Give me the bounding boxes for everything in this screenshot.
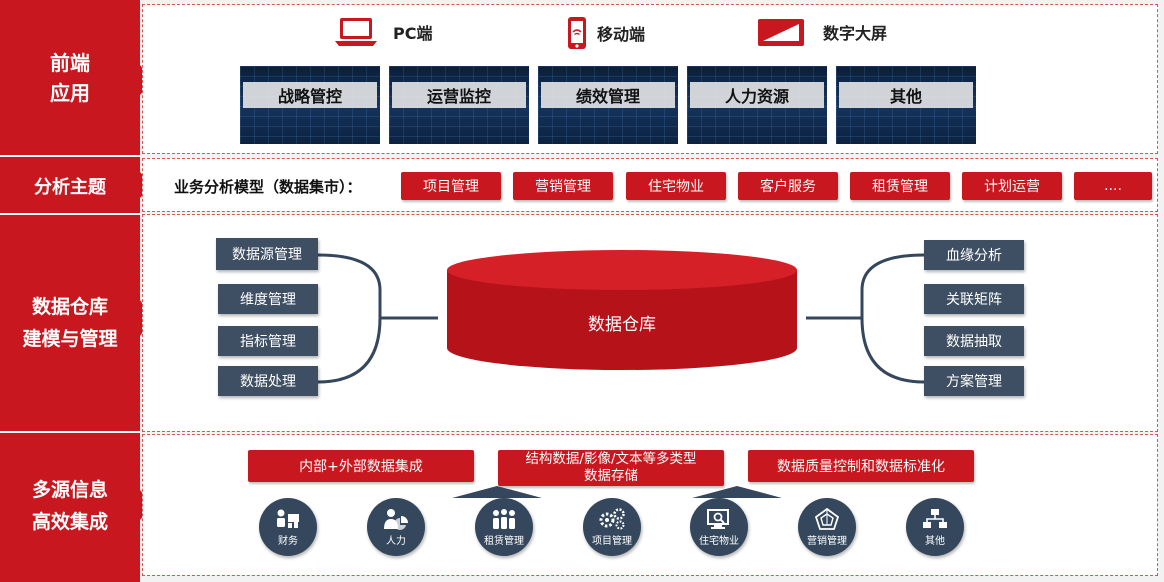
dashboard-thumb-performance[interactable]: 绩效管理 [538,66,678,144]
sidebar-label-frontend: 前端 应用 [50,50,90,105]
source-residential[interactable]: 住宅物业 [690,498,748,556]
other-icon [923,508,947,528]
source-label: 项目管理 [592,535,632,547]
source-label: 营销管理 [807,535,847,547]
source-label: 财务 [278,535,298,547]
project-icon [599,507,625,529]
sidebar-label-analysis: 分析主题 [34,176,106,198]
dashboard-thumb-hr[interactable]: 人力资源 [687,66,827,144]
dashboard-label: 运营监控 [392,82,526,108]
dashboard-thumb-other[interactable]: 其他 [836,66,976,144]
warehouse-left-dimension[interactable]: 维度管理 [218,284,318,314]
warehouse-right-scheme[interactable]: 方案管理 [924,366,1024,396]
topic-marketing[interactable]: 营销管理 [513,172,613,200]
integration-box-quality[interactable]: 数据质量控制和数据标准化 [748,450,974,482]
dashboard-label: 其他 [839,82,973,108]
device-mobile: 移动端 [567,16,645,50]
source-label: 住宅物业 [699,535,739,547]
source-finance[interactable]: 财务 [259,498,317,556]
topic-residential[interactable]: 住宅物业 [626,172,726,200]
source-project[interactable]: 项目管理 [583,498,641,556]
mobile-icon [568,17,586,49]
laptop-icon [335,18,377,46]
dashboard-thumb-operations[interactable]: 运营监控 [389,66,529,144]
property-icon [707,508,729,529]
arrow-up-icon [452,486,542,498]
source-other[interactable]: 其他 [906,498,964,556]
source-hr[interactable]: 人力 [367,498,425,556]
warehouse-label: 数据仓库 [588,315,656,335]
warehouse-left-processing[interactable]: 数据处理 [218,366,318,396]
finance-icon [277,509,299,528]
source-label: 租赁管理 [484,535,524,547]
dashboard-label: 战略管控 [243,82,377,108]
topic-leasing[interactable]: 租赁管理 [850,172,950,200]
device-label-screen: 数字大屏 [823,24,888,43]
analysis-model-label: 业务分析模型（数据集市）： [174,178,362,196]
warehouse-left-datasource[interactable]: 数据源管理 [216,238,318,270]
topic-project[interactable]: 项目管理 [401,172,501,200]
lease-icon [493,508,515,529]
warehouse-right-lineage[interactable]: 血缘分析 [924,240,1024,270]
source-marketing[interactable]: 营销管理 [798,498,856,556]
marketing-icon [815,507,839,530]
warehouse-right-extract[interactable]: 数据抽取 [924,326,1024,356]
device-label-pc: PC端 [393,24,433,43]
topic-customer[interactable]: 客户服务 [738,172,838,200]
dashboard-label: 绩效管理 [541,82,675,108]
source-label: 其他 [925,535,945,547]
topic-planning[interactable]: 计划运营 [962,172,1062,200]
dashboard-thumb-strategy[interactable]: 战略管控 [240,66,380,144]
sidebar-label-warehouse: 数据仓库 建模与管理 [22,295,118,350]
screen-icon [758,19,804,46]
warehouse-left-metric[interactable]: 指标管理 [218,326,318,356]
source-leasing[interactable]: 租赁管理 [475,498,533,556]
topic-more[interactable]: .... [1074,172,1152,200]
device-screen: 数字大屏 [757,16,887,48]
source-label: 人力 [386,535,406,547]
integration-box-internal-external[interactable]: 内部+外部数据集成 [248,450,474,482]
integration-box-storage[interactable]: 结构数据/影像/文本等多类型 数据存储 [498,450,724,486]
hr-icon [384,508,408,530]
device-pc: PC端 [333,16,432,48]
sidebar-label-integration: 多源信息 高效集成 [31,478,108,533]
sidebar-band [0,0,140,582]
arrow-up-icon [692,486,782,498]
device-label-mobile: 移动端 [597,25,646,44]
warehouse-right-matrix[interactable]: 关联矩阵 [924,284,1024,314]
warehouse-cylinder [447,250,797,370]
dashboard-label: 人力资源 [690,82,824,108]
